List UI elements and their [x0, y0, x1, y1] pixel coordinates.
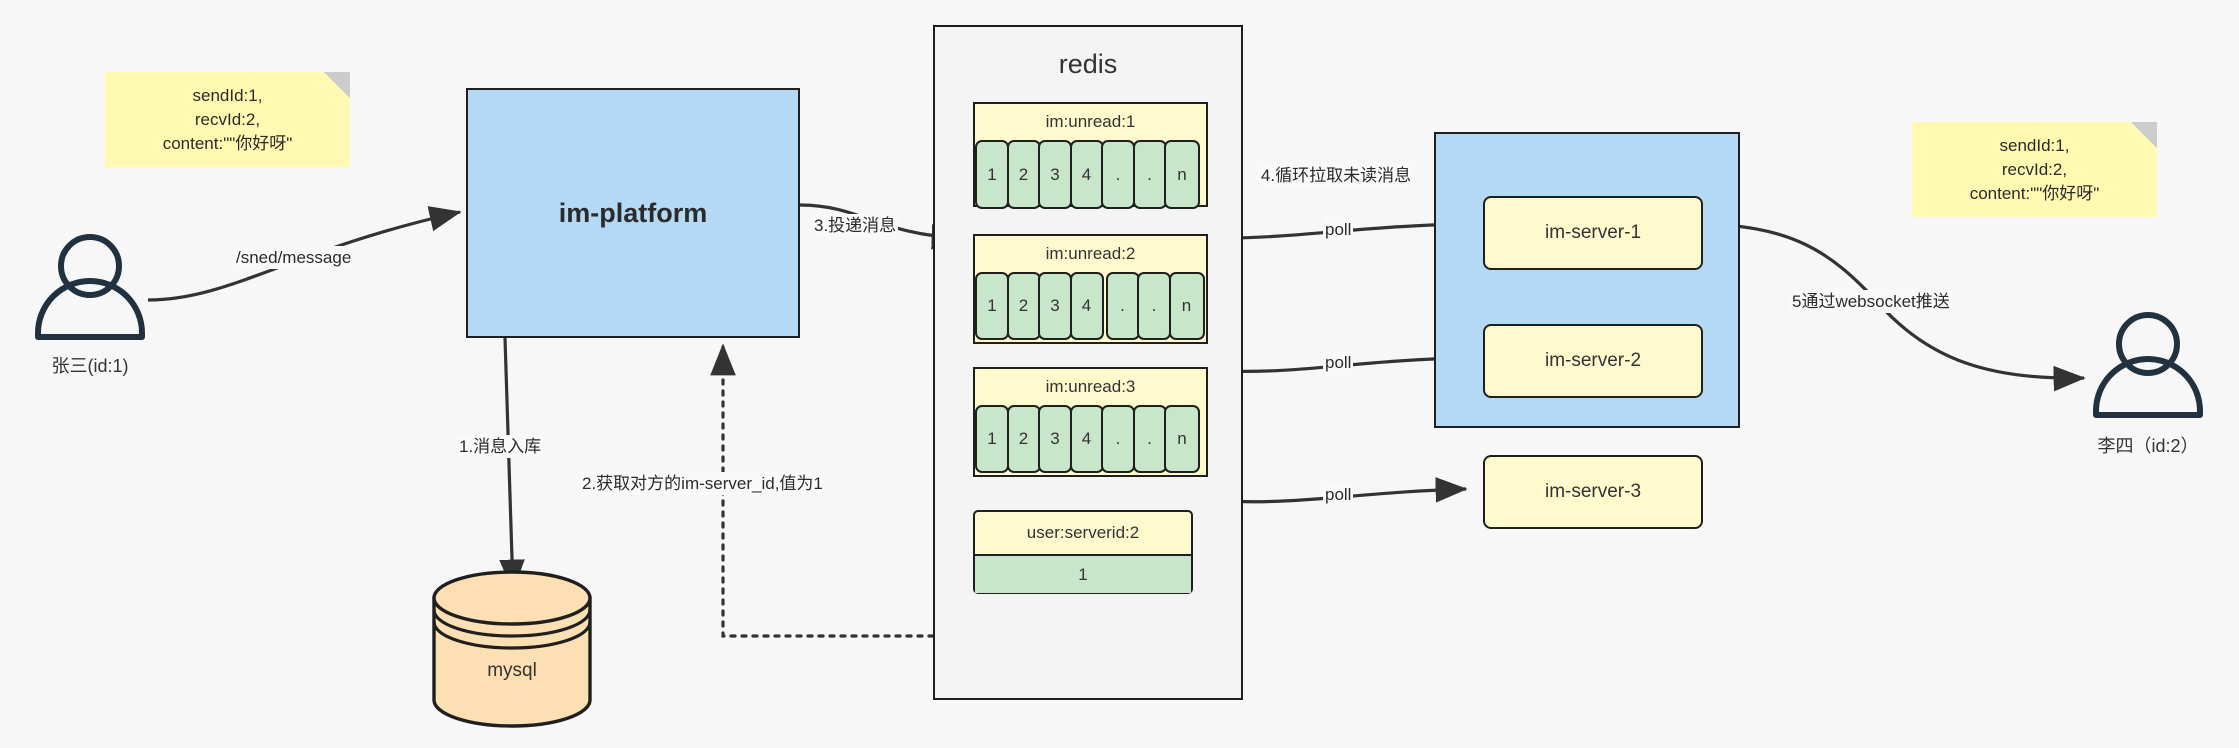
redis-cell[interactable]: 3 [1038, 272, 1072, 340]
redis-cell[interactable]: 4 [1069, 272, 1104, 340]
redis-cell[interactable]: 2 [1006, 140, 1041, 209]
redis-cell[interactable]: 4 [1069, 140, 1104, 209]
im-server-3-label: im-server-3 [1544, 481, 1642, 502]
redis-cell[interactable]: 2 [1006, 405, 1041, 473]
redis-kv-label: user:serverid:2 [1026, 523, 1140, 542]
edge-label-send-message: /sned/message [234, 246, 354, 269]
redis-key-label-1: im:unread:1 [1045, 112, 1136, 131]
edge-label-poll-3: poll [1323, 483, 1354, 506]
mysql-label: mysql [487, 660, 537, 681]
redis-cell[interactable]: . [1105, 272, 1140, 340]
redis-cell[interactable]: 2 [1006, 272, 1041, 340]
edge-label-step4: 4.循环拉取未读消息 [1258, 164, 1414, 187]
redis-cell[interactable]: 3 [1038, 140, 1072, 209]
redis-cell[interactable]: . [1101, 405, 1135, 473]
receiver-label: 李四（id:2） [2097, 436, 2199, 456]
im-platform-label: im-platform [558, 197, 708, 228]
redis-kv-value: 1 [975, 554, 1191, 593]
im-server-2-box[interactable]: im-server-2 [1483, 324, 1703, 398]
im-server-1-label: im-server-1 [1544, 222, 1642, 243]
redis-cell[interactable]: n [1164, 140, 1200, 209]
sticky-note-left-text: sendId:1, recvId:2, content:""你好呀" [162, 85, 293, 153]
redis-key-group-2[interactable]: im:unread:2 1 2 3 4 . . n [973, 234, 1208, 344]
redis-key-label-3: im:unread:3 [1045, 377, 1136, 396]
im-server-1-box[interactable]: im-server-1 [1483, 196, 1703, 270]
redis-container: redis im:unread:1 1 2 3 4 . . n im:unrea… [933, 25, 1243, 700]
redis-cell[interactable]: n [1164, 405, 1200, 473]
im-server-3-box[interactable]: im-server-3 [1483, 455, 1703, 529]
redis-cells-2: 1 2 3 4 . . n [975, 272, 1210, 340]
sender-label: 张三(id:1) [51, 356, 129, 376]
redis-cell[interactable]: 1 [975, 405, 1009, 473]
edge-label-step2: 2.获取对方的im-server_id,值为1 [580, 472, 825, 495]
sticky-note-right: sendId:1, recvId:2, content:""你好呀" [1912, 122, 2157, 217]
sticky-note-right-text: sendId:1, recvId:2, content:""你好呀" [1969, 135, 2100, 203]
im-server-cluster: im-server-1 im-server-2 im-server-3 [1434, 132, 1740, 529]
sticky-fold-icon [324, 72, 350, 98]
redis-cell[interactable]: n [1168, 272, 1205, 340]
edge-label-step1: 1.消息入库 [457, 435, 544, 458]
redis-key-label-2: im:unread:2 [1045, 244, 1136, 263]
sticky-fold-icon [2131, 122, 2157, 148]
edge-label-poll-2: poll [1323, 351, 1354, 374]
redis-cell[interactable]: 1 [975, 272, 1009, 340]
redis-key-group-3[interactable]: im:unread:3 1 2 3 4 . . n [973, 367, 1208, 477]
im-server-2-label: im-server-2 [1544, 350, 1642, 371]
edge-label-step5: 5通过websocket推送 [1790, 290, 1952, 313]
edge-label-step3: 3.投递消息 [812, 214, 899, 237]
redis-cell[interactable]: 4 [1069, 405, 1104, 473]
edge-label-poll-1: poll [1323, 218, 1354, 241]
redis-title: redis [1058, 49, 1118, 79]
redis-cells-3: 1 2 3 4 . . n [975, 405, 1210, 473]
redis-cell[interactable]: . [1132, 140, 1167, 209]
redis-cell[interactable]: . [1101, 140, 1135, 209]
redis-cell[interactable]: . [1137, 272, 1171, 340]
redis-key-group-1[interactable]: im:unread:1 1 2 3 4 . . n [973, 102, 1210, 209]
user-icon-receiver [2093, 312, 2203, 418]
redis-cells-1: 1 2 3 4 . . n [975, 140, 1210, 209]
redis-cell[interactable]: 1 [975, 140, 1009, 209]
redis-cell[interactable]: . [1132, 405, 1167, 473]
redis-kv-box[interactable]: user:serverid:2 1 [973, 510, 1193, 594]
sticky-note-left: sendId:1, recvId:2, content:""你好呀" [105, 72, 350, 167]
database-cylinder-icon [432, 570, 592, 728]
im-platform-box[interactable]: im-platform [466, 88, 800, 338]
user-icon-sender [35, 234, 145, 340]
redis-cell[interactable]: 3 [1038, 405, 1072, 473]
